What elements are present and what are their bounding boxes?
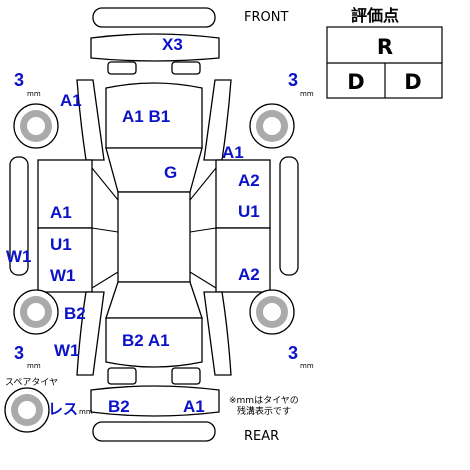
code-trunk: B2 A1 xyxy=(122,331,170,350)
code-front-bumper: X3 xyxy=(162,35,183,54)
tread-rear-left-unit: mm xyxy=(27,362,41,370)
footnote-line2: 残溝表示です xyxy=(237,405,291,417)
spare-tire-label: スペアタイヤ xyxy=(5,377,58,388)
tread-rear-right: 3 xyxy=(288,343,298,363)
code-rear-bumper-left: B2 xyxy=(108,397,130,416)
code-left-rocker: W1 xyxy=(6,247,32,266)
code-roof: G xyxy=(164,163,177,182)
tire-front-right xyxy=(249,103,295,149)
car-outline xyxy=(9,7,299,442)
code-left-rear-door-lower: W1 xyxy=(50,266,76,285)
rating-overall: R xyxy=(377,35,393,59)
rating-box: 評価点 R D D xyxy=(326,6,443,99)
spare-tire-value: レス xyxy=(48,401,78,418)
tire-rear-right xyxy=(249,289,295,335)
code-rear-bumper-right: A1 xyxy=(183,397,205,416)
rating-title: 評価点 xyxy=(351,6,399,25)
tread-front-left: 3 xyxy=(14,70,24,90)
rear-label: REAR xyxy=(244,429,279,444)
code-left-front-door: A1 xyxy=(50,203,72,222)
tire-rear-left xyxy=(13,289,59,335)
spare-tire-unit: mm xyxy=(79,408,93,416)
code-left-rear-door: U1 xyxy=(50,235,72,254)
rating-exterior: D xyxy=(404,70,421,94)
tread-rear-right-unit: mm xyxy=(300,362,314,370)
code-right-front-door-lower: U1 xyxy=(238,202,260,221)
front-label: FRONT xyxy=(244,10,288,25)
code-left-rear-lower: W1 xyxy=(54,341,80,360)
tread-front-right-unit: mm xyxy=(300,90,314,98)
code-left-rear-fender: B2 xyxy=(64,304,86,323)
tread-front-right: 3 xyxy=(288,70,298,90)
code-right-front-fender: A1 xyxy=(222,143,244,162)
tread-front-left-unit: mm xyxy=(27,90,41,98)
code-right-rear-door: A2 xyxy=(238,265,260,284)
tire-spare xyxy=(4,387,50,433)
tread-rear-left: 3 xyxy=(14,343,24,363)
code-right-front-door: A2 xyxy=(238,171,260,190)
footnote-line1: ※mmはタイヤの xyxy=(229,395,299,406)
code-left-front-fender: A1 xyxy=(60,91,82,110)
code-hood: A1 B1 xyxy=(122,107,170,126)
rating-interior: D xyxy=(347,70,364,94)
tire-front-left xyxy=(13,103,59,149)
